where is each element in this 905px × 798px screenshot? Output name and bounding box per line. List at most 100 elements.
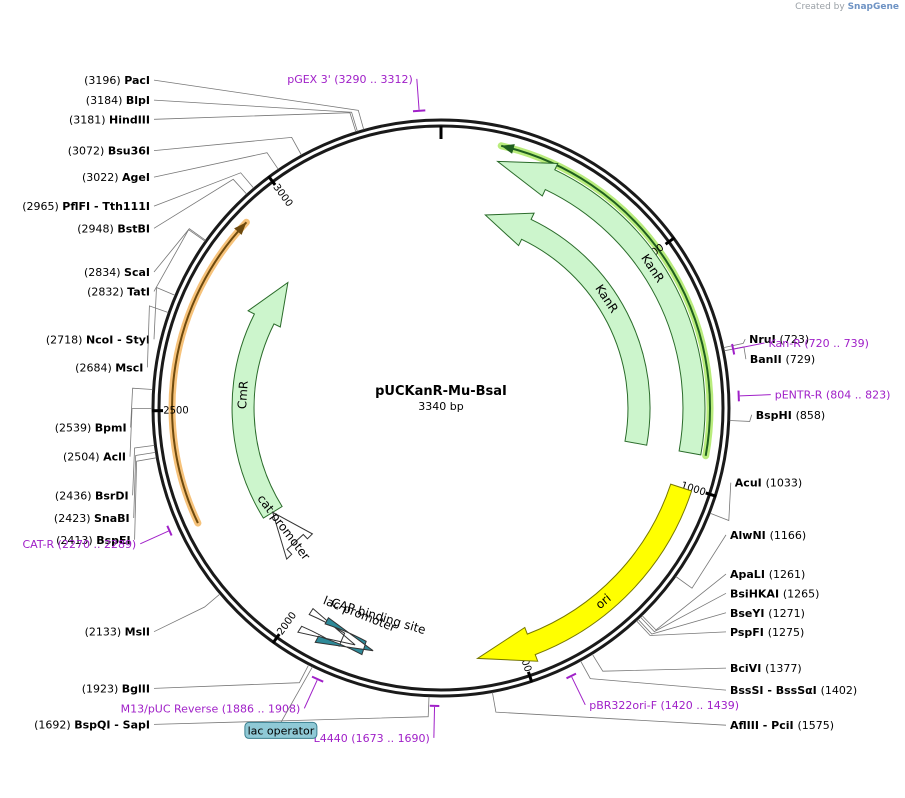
- enzyme-label-acli: (2504) AclI: [63, 451, 126, 464]
- feature-label-cat-promoter-4: cat promoter: [254, 492, 312, 563]
- enzyme-label-tati: (2832) TatI: [87, 285, 150, 298]
- enzyme-leader-msli: [153, 593, 221, 633]
- enzyme-label-bsphi: BspHI (858): [756, 409, 826, 422]
- enzyme-leader-afliii-pcii: [492, 692, 727, 726]
- primer-label-kan-r: Kan-R (720 .. 739): [769, 337, 869, 350]
- enzyme-label-apali: ApaLI (1261): [730, 568, 805, 581]
- enzyme-leader-bstbi: [153, 178, 247, 229]
- tick-mark-2000: [271, 633, 281, 644]
- enzyme-leader-msci: [147, 305, 169, 368]
- enzyme-label-bstbi: (2948) BstBI: [77, 222, 150, 235]
- enzyme-label-msli: (2133) MslI: [85, 626, 150, 639]
- enzyme-leader-bsphi: [729, 414, 753, 422]
- cat-r-highlight-line: [171, 221, 248, 524]
- enzyme-label-bsssi-bsss-i: BssSI - BssSαI (1402): [730, 684, 857, 697]
- enzyme-label-bseyi: BseYI (1271): [730, 607, 805, 620]
- enzyme-label-bpmi: (2539) BpmI: [55, 422, 127, 435]
- enzyme-label-acui: AcuI (1033): [735, 477, 802, 490]
- enzyme-leader-nrui: [723, 339, 746, 348]
- enzyme-label-nrui: NruI (723): [749, 333, 809, 346]
- snapgene-logo-text: SnapGene: [847, 2, 899, 12]
- tick-label-2500: 2500: [163, 405, 189, 416]
- created-by-text: Created by: [795, 2, 845, 12]
- feature-cmr-3: [231, 281, 289, 519]
- enzyme-label-bspei: (2413) BspEI: [56, 534, 131, 547]
- primer-leader-pentr-r: [739, 394, 771, 397]
- enzyme-leader-bsihkai: [640, 592, 727, 633]
- enzyme-label-pflfi-tth111i: (2965) PflFI - Tth111I: [22, 200, 150, 213]
- primer-mark-pbr322ori-f: [566, 672, 577, 680]
- enzyme-leader-scai: [153, 228, 206, 273]
- feature-cat-promoter-4: [271, 511, 314, 561]
- tick-label-2000: 2000: [275, 610, 299, 637]
- tick-label-3000: 3000: [270, 182, 294, 209]
- primer-layer: pGEX 3' (3290 .. 3312) Kan-R (720 .. 739)…: [23, 73, 891, 745]
- tick-mark-3000: [267, 175, 277, 186]
- enzyme-leader-agei: [153, 152, 279, 178]
- enzyme-label-alwni: AlwNI (1166): [730, 529, 806, 542]
- primer-leader-pgex-3: [416, 78, 420, 110]
- primer-mark-cat-r: [166, 525, 173, 536]
- tick-mark-500: [664, 236, 676, 246]
- enzyme-label-bsrdi: (2436) BsrDI: [55, 489, 129, 502]
- enzyme-leader-apali: [641, 573, 727, 631]
- enzyme-label-bglii: (1923) BglII: [82, 682, 150, 695]
- lac-operator-box: [244, 721, 318, 739]
- snapgene-brand: Created by SnapGene: [795, 2, 899, 12]
- enzyme-leader-paci: [153, 79, 365, 130]
- enzyme-leader-ncoi-styi: [153, 286, 176, 340]
- tick-mark-1500: [526, 671, 534, 683]
- feature-kanr-1: [484, 212, 651, 446]
- enzyme-label-pspfi: PspFI (1275): [730, 626, 804, 639]
- enzyme-label-bsihkai: BsiHKAI (1265): [730, 587, 819, 600]
- enzyme-label-blpi: (3184) BlpI: [86, 94, 150, 107]
- enzyme-label-banii: BanII (729): [750, 353, 815, 366]
- tick-mark-1000: [705, 491, 717, 498]
- enzyme-label-afliii-pcii: AflIII - PciI (1575): [730, 719, 834, 732]
- enzyme-leader-pspfi: [636, 620, 727, 636]
- kanr-primer-highlight-arrowhead: [501, 144, 515, 154]
- feature-cap-binding-site: [314, 616, 374, 656]
- primer-mark-kan-r: [731, 343, 736, 355]
- primer-label-m13-puc-reverse: M13/pUC Reverse (1886 .. 1908): [121, 702, 301, 715]
- enzyme-label-snabi: (2423) SnaBI: [54, 512, 130, 525]
- enzyme-leader-bspei: [134, 457, 157, 540]
- feature-label-cmr-3: CmR: [235, 380, 251, 409]
- lac-operator-leader: [280, 666, 313, 723]
- enzyme-label-agei: (3022) AgeI: [82, 171, 150, 184]
- backbone-outer-strand: [151, 118, 731, 698]
- cat-r-highlight-arrowhead: [234, 222, 247, 235]
- primer-label-pgex-3: pGEX 3' (3290 .. 3312): [287, 73, 413, 86]
- primer-label-pbr322ori-f: pBR322ori-F (1420 .. 1439): [589, 699, 739, 712]
- enzyme-label-msci: (2684) MscI: [75, 361, 143, 374]
- primer-leader-m13-puc-reverse: [303, 679, 318, 709]
- enzyme-leader-bpmi: [130, 387, 153, 428]
- enzyme-leader-blpi: [153, 99, 358, 132]
- enzyme-leader-bglii: [153, 664, 309, 689]
- enzyme-label-bcivi: BciVI (1377): [730, 662, 802, 675]
- primer-mark-pgex-3: [412, 109, 426, 113]
- primer-leader-l4440: [433, 706, 436, 738]
- primer-label-l4440: L4440 (1673 .. 1690): [314, 732, 430, 745]
- enzyme-leader-bcivi: [591, 653, 727, 672]
- primer-label-cat-r: CAT-R (2270 .. 2289): [23, 538, 137, 551]
- enzyme-label-bspqi-sapi: (1692) BspQI - SapI: [34, 718, 150, 731]
- enzyme-leader-bspqi-sapi: [153, 696, 430, 725]
- enzyme-label-hindiii: (3181) HindIII: [69, 113, 150, 126]
- enzyme-leader-bsssi-bsss-i: [580, 660, 727, 691]
- enzyme-label-paci: (3196) PacI: [84, 74, 150, 87]
- enzyme-leader-tati: [153, 229, 206, 292]
- enzyme-layer: (3196) PacI(3184) BlpI(3181) HindIII(307…: [22, 74, 857, 732]
- enzyme-leader-pflfi-tth111i: [153, 172, 254, 207]
- plasmid-length: 3340 bp: [418, 400, 463, 413]
- enzyme-leader-bsrdi: [132, 445, 155, 496]
- enzyme-leader-snabi: [133, 452, 156, 519]
- enzyme-leader-bseyi: [637, 612, 727, 635]
- primer-leader-kan-r: [734, 342, 765, 350]
- primer-label-pentr-r: pENTR-R (804 .. 823): [775, 389, 891, 402]
- primer-leader-cat-r: [140, 530, 169, 545]
- enzyme-leader-hindiii: [153, 112, 357, 132]
- primer-mark-m13-puc-reverse: [311, 675, 324, 683]
